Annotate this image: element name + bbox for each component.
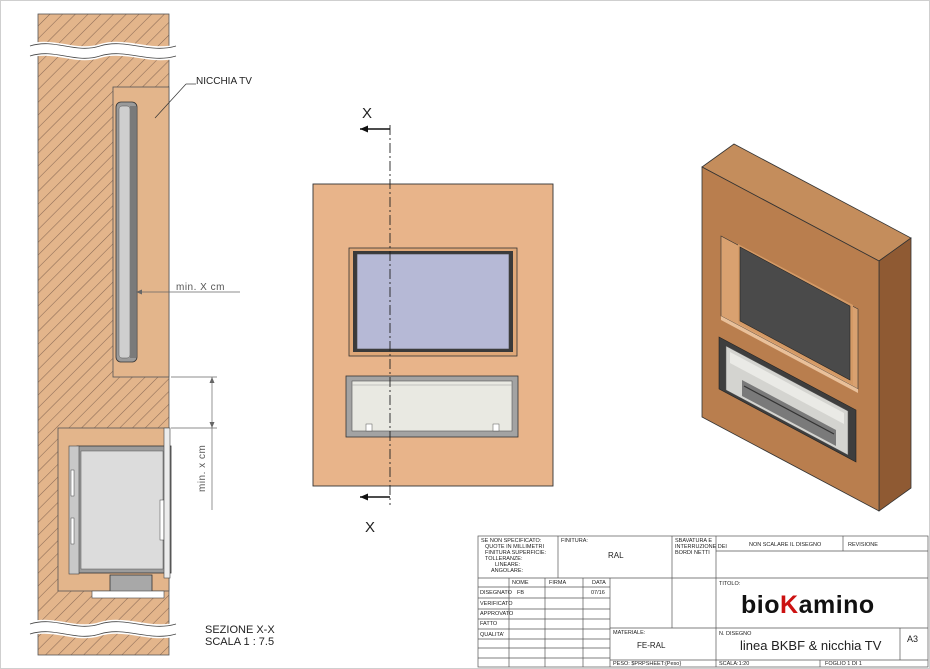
col-firma: FIRMA	[549, 580, 567, 586]
logo-part-k: K	[780, 591, 799, 619]
disegnato-data: 07/16	[591, 590, 605, 596]
sheet-size: A3	[907, 634, 919, 644]
isometric-view	[701, 143, 912, 512]
titolo-header: TITOLO:	[719, 581, 741, 587]
sbavatura-block: SBAVATURA E INTERRUZIONE DEI BORDI NETTI	[675, 538, 727, 556]
tol-line: SE NON SPECIFICATO:	[481, 538, 542, 544]
tolerances-block: SE NON SPECIFICATO: QUOTE IN MILLIMETRI …	[481, 538, 546, 574]
tol-line: ANGOLARE:	[491, 568, 524, 574]
niche-label: NICCHIA TV	[196, 76, 252, 87]
cut-label-bottom: X	[365, 519, 376, 536]
section-caption-line2: SCALA 1 : 7.5	[205, 636, 275, 648]
section-caption-line1: SEZIONE X-X	[205, 624, 275, 636]
row-qualita: QUALITA'	[480, 632, 505, 638]
non-scalare-label: NON SCALARE IL DISEGNO	[749, 542, 822, 548]
dim-upper-label: min. X cm	[176, 282, 225, 293]
iso-side-face	[878, 237, 912, 512]
peso-label: PESO: $PRPSHEET:{Peso}	[613, 661, 682, 667]
finitura-header: FINITURA:	[561, 538, 588, 544]
tol-line: QUOTE IN MILLIMETRI	[485, 544, 544, 550]
sbavatura-line: SBAVATURA E	[675, 538, 712, 544]
revisione-label: REVISIONE	[848, 542, 878, 548]
company-logo: bioKamino	[741, 591, 875, 620]
n-disegno-header: N. DISEGNO	[719, 631, 752, 637]
n-disegno-value: linea BKBF & nicchia TV	[740, 638, 882, 653]
logo-part-bio: bio	[741, 591, 780, 619]
front-view	[312, 125, 554, 505]
row-verificato: VERIFICATO	[480, 601, 513, 607]
tol-line: TOLLERANZE:	[485, 556, 523, 562]
row-fatto: FATTO	[480, 621, 498, 627]
title-block	[477, 535, 929, 668]
cut-label-top: X	[362, 105, 373, 122]
tol-line: LINEARE:	[495, 562, 521, 568]
materiale-value: FE-RAL	[637, 641, 666, 650]
sbavatura-line: INTERRUZIONE DEI	[675, 544, 727, 550]
row-approvato: APPROVATO	[480, 611, 514, 617]
col-nome: NOME	[512, 580, 529, 586]
section-view	[28, 13, 240, 656]
foglio-label: FOGLIO 1 DI 1	[825, 661, 862, 667]
tol-line: FINITURA SUPERFICIE:	[485, 550, 547, 556]
disegnato-nome: FB	[517, 590, 525, 596]
materiale-header: MATERIALE:	[613, 630, 646, 636]
scala-label: SCALA:1:20	[719, 661, 750, 667]
col-data: DATA	[592, 580, 606, 586]
iso-tv-screen	[739, 246, 851, 381]
tv-screen	[356, 253, 510, 350]
dim-lower-label: min. x cm	[197, 444, 208, 492]
logo-part-amino: amino	[798, 591, 875, 619]
row-disegnato: DISEGNATO	[480, 590, 512, 596]
finitura-value: RAL	[608, 551, 624, 560]
sbavatura-line: BORDI NETTI	[675, 550, 710, 556]
